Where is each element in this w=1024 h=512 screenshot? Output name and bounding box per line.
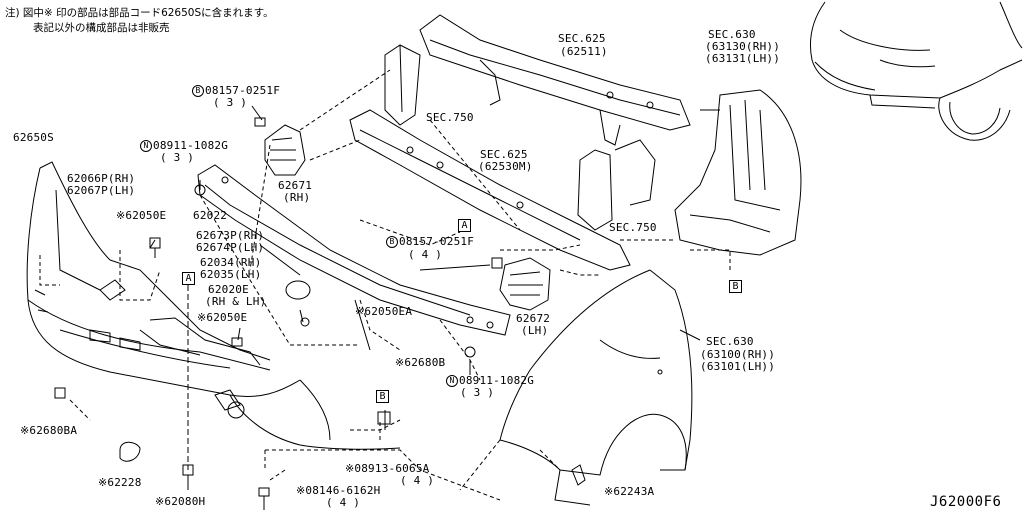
label-bolt-08157-mid-qty: ( 4 ) — [408, 248, 443, 261]
label-sec630-fender-lh: (63101(LH)) — [700, 360, 776, 373]
label-62671: 62671 — [278, 179, 313, 192]
label-nut-08911-bottom-qty: ( 3 ) — [460, 386, 495, 399]
label-62020e: 62020E — [208, 283, 249, 296]
label-62034: 62034(RH) — [200, 256, 262, 269]
label-sec630-top-rh: (63130(RH)) — [705, 40, 781, 53]
label-62228: ※62228 — [98, 476, 142, 489]
ref-box-b: B — [376, 390, 389, 403]
label-sec630-top: SEC.630 — [708, 28, 756, 41]
bumper-fascia — [26, 161, 401, 450]
label-62050e-top: ※62050E — [116, 209, 167, 222]
label-62035: 62035(LH) — [200, 268, 262, 281]
car-silhouette — [810, 1, 1023, 141]
core-support-upper — [419, 14, 691, 146]
label-sec625-top-part: (62511) — [560, 45, 608, 58]
note-line-2: 表記以外の構成部品は非販売 — [33, 22, 170, 34]
label-nut-08913-qty: ( 4 ) — [400, 474, 435, 487]
label-62650s: 62650S — [13, 131, 54, 144]
label-62080h: ※62080H — [155, 495, 206, 508]
wheel-house-liner — [674, 89, 802, 256]
label-sec625-mid: SEC.625 — [480, 148, 528, 161]
ref-box-a: A — [458, 219, 471, 232]
label-bolt-08157-top-qty: ( 3 ) — [213, 96, 248, 109]
bumper-reinforcement — [197, 164, 511, 336]
label-sec750-top: SEC.750 — [426, 111, 474, 124]
ref-box-a: A — [182, 272, 195, 285]
label-62673p: 62673P(RH) — [196, 229, 265, 242]
label-62022: 62022 — [193, 209, 228, 222]
label-sec630-top-lh: (63131(LH)) — [705, 52, 781, 65]
leader-lines — [39, 69, 731, 501]
label-sec630-fender-rh: (63100(RH)) — [700, 348, 776, 361]
label-62672: 62672 — [516, 312, 551, 325]
label-62066p: 62066P(RH) — [67, 172, 136, 185]
fasteners — [54, 117, 586, 510]
label-62243a: ※62243A — [604, 485, 655, 498]
circle-b-mark: B — [192, 85, 204, 97]
label-62680ba: ※62680BA — [20, 424, 78, 437]
label-62672-side: (LH) — [521, 324, 549, 337]
label-62680b: ※62680B — [395, 356, 446, 369]
label-62050ea: ※62050EA — [355, 305, 413, 318]
label-sec750-right: SEC.750 — [609, 221, 657, 234]
circle-b-mark: B — [386, 236, 398, 248]
absorber-rh-drawing — [264, 124, 306, 176]
label-nut-08913: ※08913-6065A — [345, 462, 430, 475]
diagram-code: J62000F6 — [930, 494, 1002, 510]
ref-box-b: B — [729, 280, 742, 293]
label-62671-side: (RH) — [283, 191, 311, 204]
core-support-lower — [349, 109, 631, 271]
fender-drawing — [499, 269, 693, 506]
note-line-1: 注) 図中※ 印の部品は部品コード62650Sに含まれます。 — [5, 7, 274, 19]
label-sec630-fender: SEC.630 — [706, 335, 754, 348]
side-member-right — [577, 139, 656, 231]
circle-n-mark: N — [446, 375, 458, 387]
label-62020e-side: (RH & LH) — [205, 295, 267, 308]
side-member-left — [384, 44, 421, 126]
label-62067p: 62067P(LH) — [67, 184, 136, 197]
label-62050e-mid: ※62050E — [197, 311, 248, 324]
label-62674p: 62674P(LH) — [196, 241, 265, 254]
absorber-lh-drawing — [499, 257, 551, 311]
label-sec625-top: SEC.625 — [558, 32, 606, 45]
label-nut-08911-top-qty: ( 3 ) — [160, 151, 195, 164]
label-bolt-08146-qty: ( 4 ) — [326, 496, 361, 509]
circle-n-mark: N — [140, 140, 152, 152]
label-sec625-mid-part: (62530M) — [478, 160, 533, 173]
label-bolt-08146: ※08146-6162H — [296, 484, 381, 497]
